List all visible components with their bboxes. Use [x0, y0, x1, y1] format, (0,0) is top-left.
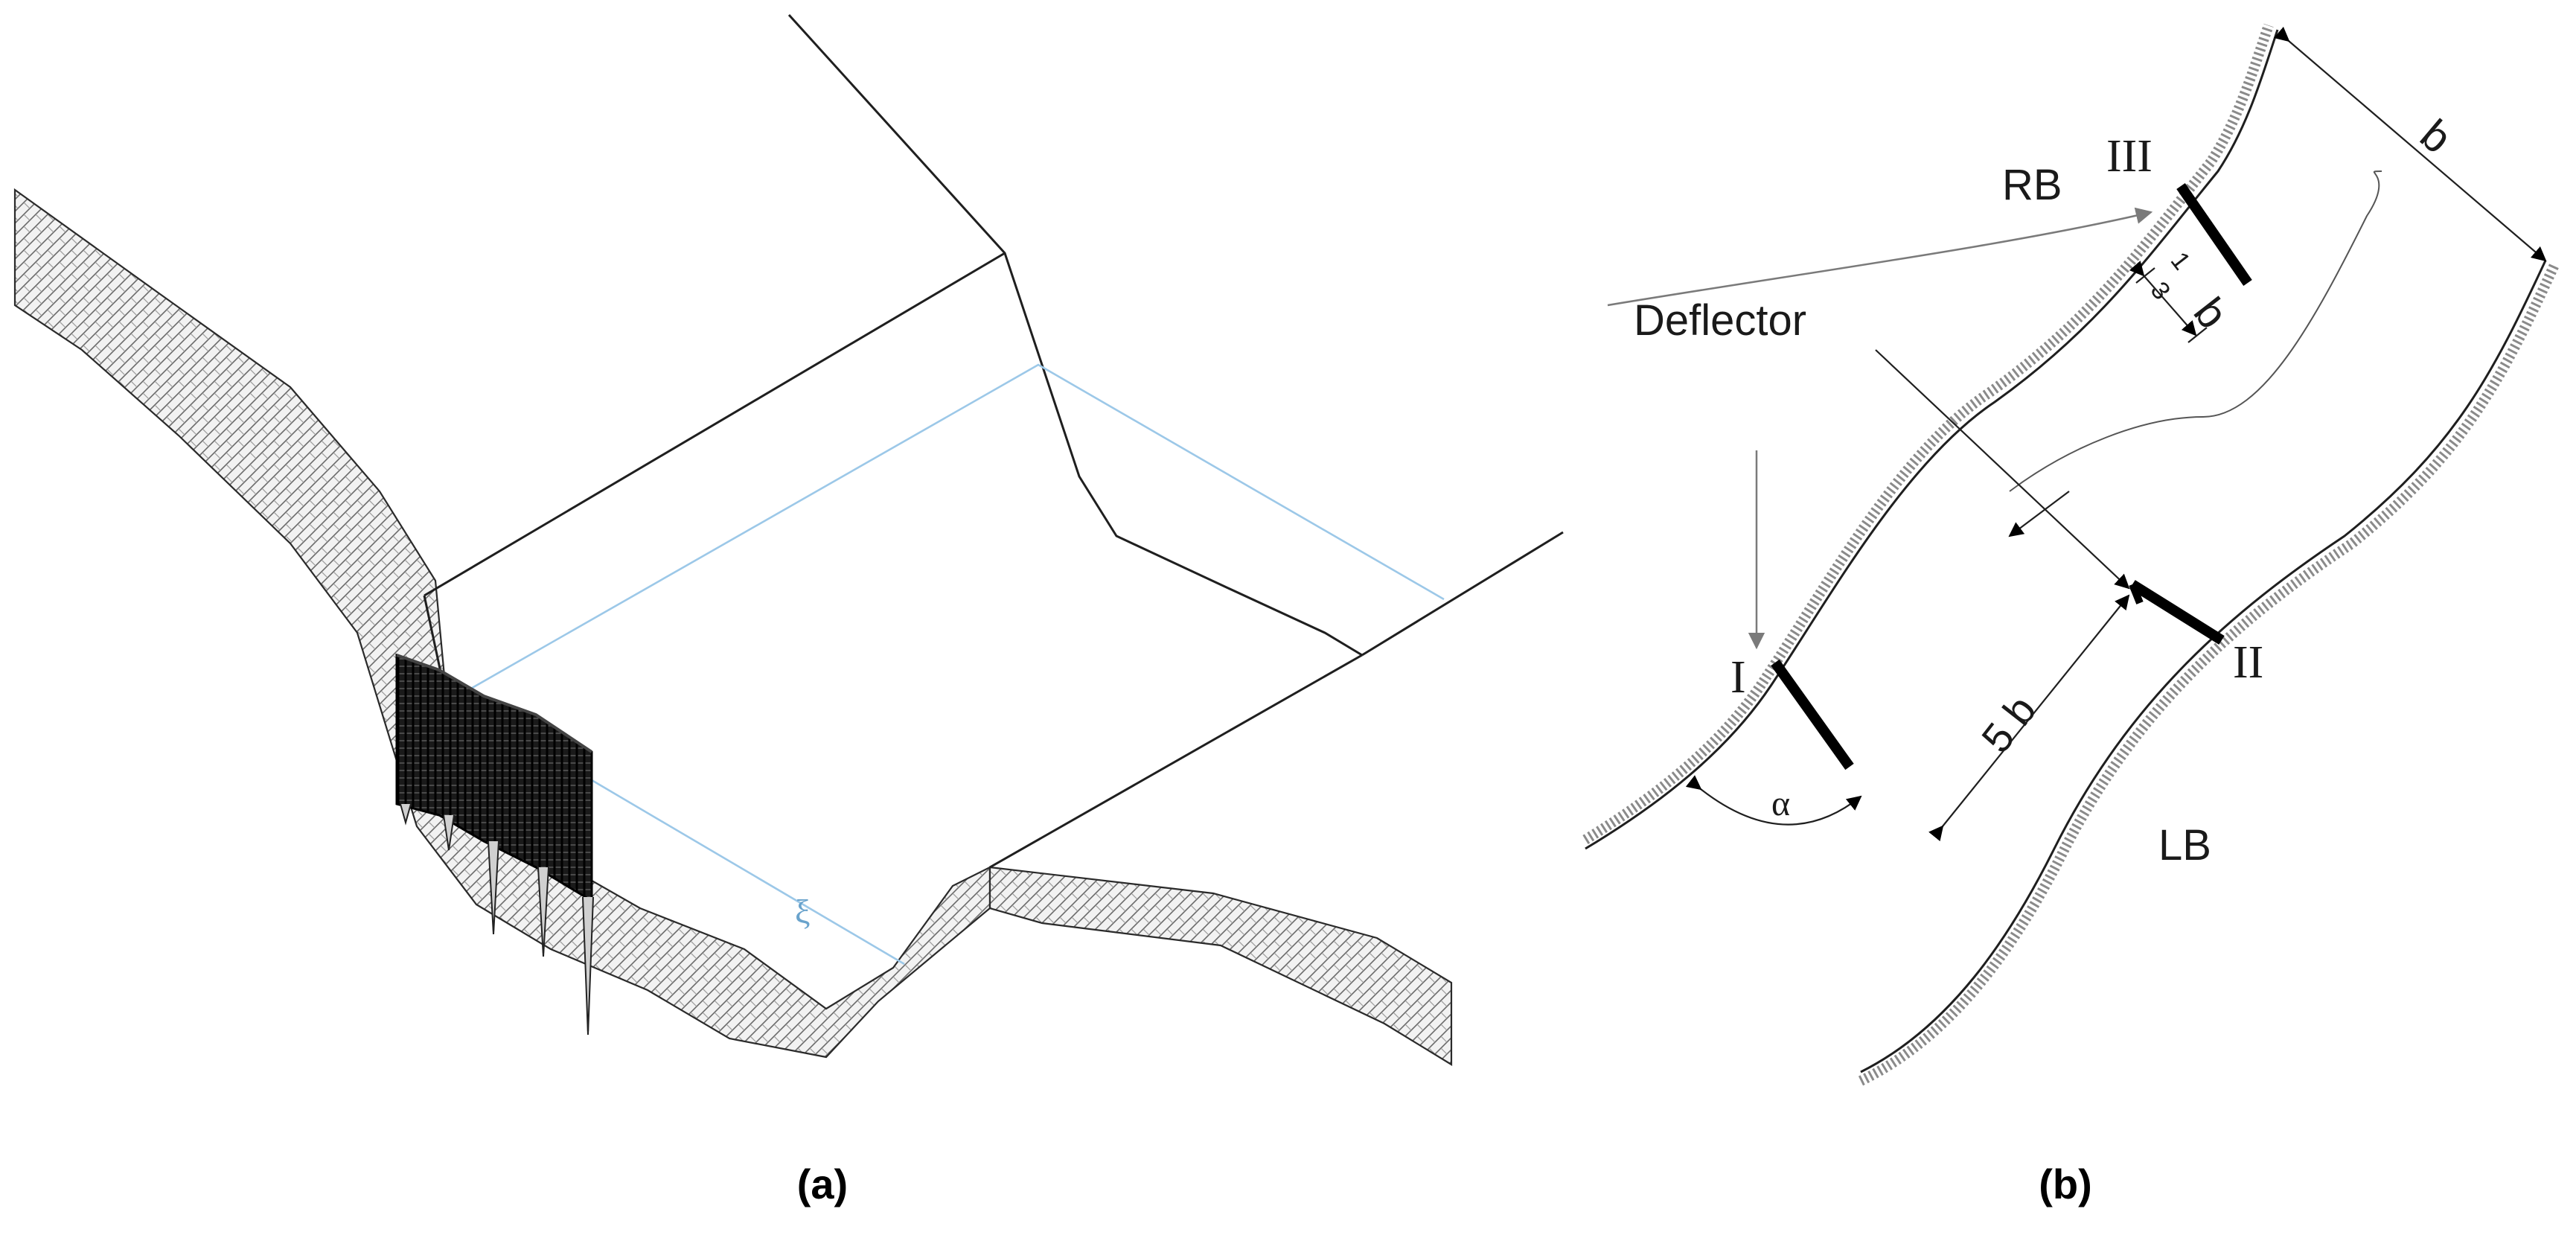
left-bank-soil — [13, 188, 991, 1059]
panel-b-caption: (b) — [2039, 1161, 2092, 1207]
top-far-edge — [1361, 531, 1564, 657]
deflector-pointer-III — [1607, 207, 2153, 307]
left-bank-line — [1860, 260, 2547, 1073]
deflector-I — [1771, 659, 1854, 770]
section-3-label: III — [2106, 131, 2152, 182]
water-line-upstream — [457, 363, 1445, 698]
width-label: b — [2412, 110, 2461, 163]
deflector-III — [2176, 183, 2252, 286]
top-right-edge — [787, 13, 1363, 657]
woven-fence-icon — [395, 653, 594, 1036]
flow-spacing-line — [1875, 349, 2130, 590]
top-left-edge — [424, 252, 1006, 597]
left-bank-hatch — [1858, 263, 2560, 1086]
length-ticks — [2135, 267, 2208, 343]
angle-arc — [1685, 775, 1862, 826]
bank-right-label: RB — [2002, 161, 2062, 209]
length-num: 1 — [2165, 247, 2196, 275]
length-den: 3 — [2145, 277, 2176, 305]
section-2-label: II — [2233, 637, 2263, 688]
bank-left-label: LB — [2158, 821, 2211, 870]
spacing-label: 5 b — [1972, 686, 2045, 761]
section-1-label: I — [1730, 652, 1746, 703]
water-line-downstream — [587, 776, 905, 966]
spacing-dimension-line — [1928, 594, 2130, 842]
length-dimension-line — [2129, 261, 2197, 336]
deflector-II — [2129, 580, 2225, 645]
flow-spacing-arrowhead — [2008, 491, 2070, 537]
deflector-label: Deflector — [1634, 296, 1806, 345]
water-symbol: ξ — [795, 893, 811, 931]
panel-b-illustration: b 1 3 b α 5 b — [1582, 23, 2560, 1086]
angle-label: α — [1771, 784, 1790, 823]
width-dimension-line — [2274, 26, 2547, 262]
right-bank-soil — [988, 866, 1453, 1066]
panel-a-illustration: ξ — [13, 13, 1564, 1066]
right-bank-hatch — [1582, 23, 2274, 844]
right-bank-line — [1585, 29, 2279, 850]
panel-a-caption: (a) — [797, 1161, 848, 1207]
channel-right-edge — [989, 654, 1363, 869]
deflector-II-tip — [2129, 583, 2144, 604]
